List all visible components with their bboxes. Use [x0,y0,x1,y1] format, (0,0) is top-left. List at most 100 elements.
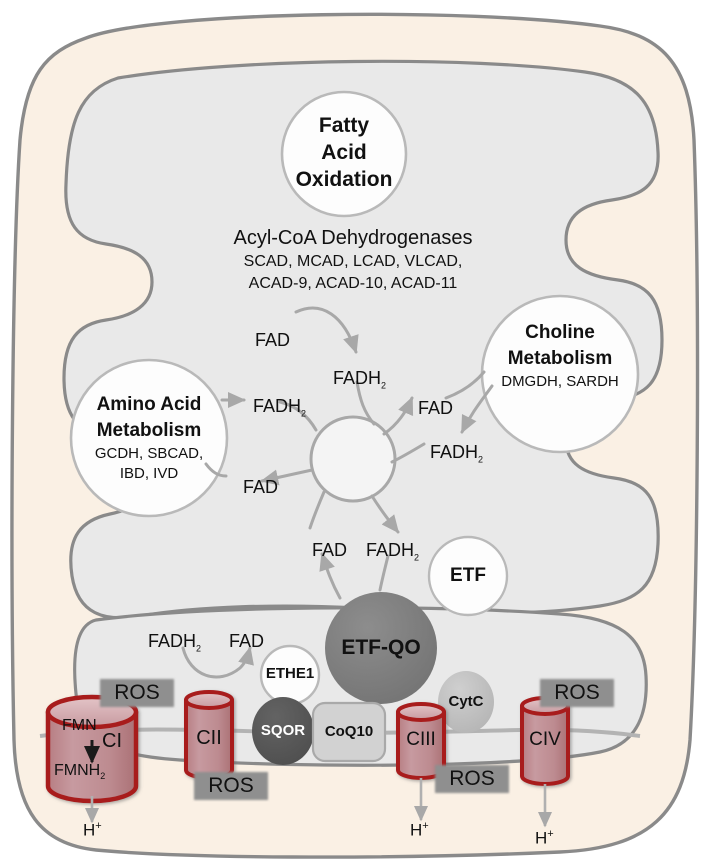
cofactor-label-fadh2-cii: FADH2 [148,631,201,654]
arrow-cycle-to-fad-right [382,396,414,436]
proton-ciii-label: H+ [410,820,429,841]
proton-arrows [84,778,553,828]
complex-ii-shape [184,690,234,780]
complex-ii-label: CII [196,727,222,749]
arrow-cycle-bottom-left [308,490,326,530]
hub-label-amino-acid-metabolism: Amino Acid Metabolism GCDH, SBCAD, IBD, … [69,392,229,484]
cofactor-label-fadh2-fao: FADH2 [333,368,386,391]
cofactor-label-fadh2-aa: FADH2 [253,396,306,419]
arrow-cii-fadh2-to-fad [181,646,254,679]
ros-civ-label: ROS [554,681,600,704]
cofactor-text: FAD [229,631,265,651]
cofactor-text: FAD [243,477,279,497]
cofactor-label-fadh2-choline: FADH2 [430,442,483,465]
arrow-fadh2-into-cycle-top [355,380,376,426]
cofactor-text: FADH [253,396,302,416]
fmnh2-label: FMNH2 [54,762,105,781]
cofactor-text: FAD [312,540,348,560]
cofactor-text: FADH [148,631,197,651]
cofactor-label-fad-choline: FAD [418,398,453,419]
proton-base: H [410,820,423,840]
arrow-choline-in [444,370,486,400]
coq10-shape [311,701,387,763]
aa-title-line-1: Amino Acid [96,394,202,415]
proton-base: H [535,828,548,848]
etf-shape [427,535,509,617]
choline-enzymes-line-1: DMGDH, SARDH [501,373,619,390]
hub-circle-fatty-acid-oxidation [280,90,408,218]
hub-title-line-2: Acid [321,141,367,164]
acyl-coa-heading: Acyl-CoA Dehydrogenases [233,227,473,249]
cofactor-label-fad-cii: FAD [229,631,264,652]
cofactor-text: FADH [430,442,479,462]
ros-box-ciii [435,765,509,793]
ethe1-label: ETHE1 [265,665,315,682]
complex-iv-label: CIV [529,729,561,750]
hub-label-choline-metabolism: Choline Metabolism DMGDH, SARDH [480,320,640,392]
aa-title-line-2: Metabolism [96,420,202,441]
cytc-label: CytC [448,693,484,710]
ros-cii-label: ROS [208,774,254,797]
fmnh2-subscript: 2 [100,771,106,782]
ros-box-ci [100,679,174,707]
ros-boxes [100,679,614,800]
cofactor-text: FADH [333,368,382,388]
cofactor-text: FAD [255,330,291,350]
cofactor-label-fad-fao: FAD [255,330,290,351]
cofactor-subscript: 2 [196,643,202,654]
choline-title-line-1: Choline [525,322,595,343]
aa-enzymes-line-2: IBD, IVD [119,465,179,482]
cofactor-subscript: 2 [301,408,307,419]
complex-i-label: CI [102,730,122,752]
ros-box-cii [194,772,268,800]
cofactor-subscript: 2 [381,380,387,391]
central-fad-cycle-circle [309,415,397,503]
proton-ci-label: H+ [83,820,102,841]
etf-label: ETF [450,565,486,586]
arrow-fad-to-aa [204,462,228,478]
fmn-label: FMN [62,717,97,734]
choline-title-line-2: Metabolism [507,348,613,369]
proton-base: H [83,820,96,840]
ros-ci-label: ROS [114,681,160,704]
cofactor-label-fadh2-etfqo: FADH2 [366,540,419,563]
hub-title-line-3: Oxidation [295,168,393,191]
ros-box-civ [540,679,614,707]
arrow-etfqo-to-fad [319,552,342,600]
cofactor-text: FADH [366,540,415,560]
arrow-fadh2-into-etfqo [378,554,390,592]
etfqo-shape [325,592,437,704]
arrow-fao-to-fadh2 [294,306,359,354]
arrow-fadh2-into-cycle-left [278,400,318,432]
flow-arrows [181,306,494,679]
ros-ciii-label: ROS [449,767,495,790]
acyl-coa-dehydrogenases-block: Acyl-CoA Dehydrogenases SCAD, MCAD, LCAD… [173,226,533,295]
proton-charge: + [95,820,102,832]
cofactor-label-fad-aa: FAD [243,477,278,498]
arrow-cycle-to-fad-left [260,468,314,486]
fmnh2-base: FMNH [54,762,101,779]
acyl-coa-line-1: SCAD, MCAD, LCAD, VLCAD, [243,253,463,270]
proton-civ-label: H+ [535,828,554,849]
acyl-coa-line-2: ACAD-9, ACAD-10, ACAD-11 [248,275,458,292]
cofactor-text: FAD [418,398,454,418]
arrow-cycle-to-fadh2-right [390,442,426,464]
cofactor-subscript: 2 [414,552,420,563]
cofactor-label-fad-etfqo: FAD [312,540,347,561]
aa-enzymes-line-1: GCDH, SBCAD, [94,445,204,462]
arrow-cycle-to-etfqo [370,494,400,534]
hub-circle-amino-acid-metabolism [69,358,229,518]
proton-charge: + [422,820,429,832]
hub-label-fatty-acid-oxidation: Fatty Acid Oxidation [284,112,404,193]
arrow-choline-out [460,384,494,434]
hub-title-line-1: Fatty [318,114,370,137]
proton-charge: + [547,828,554,840]
sqor-shape [252,697,314,765]
complex-iii-label: CIII [406,729,436,750]
sqor-label: SQOR [260,722,306,739]
cytc-shape [438,671,494,733]
etfqo-label: ETF-QO [341,636,421,659]
cofactor-subscript: 2 [478,454,484,465]
